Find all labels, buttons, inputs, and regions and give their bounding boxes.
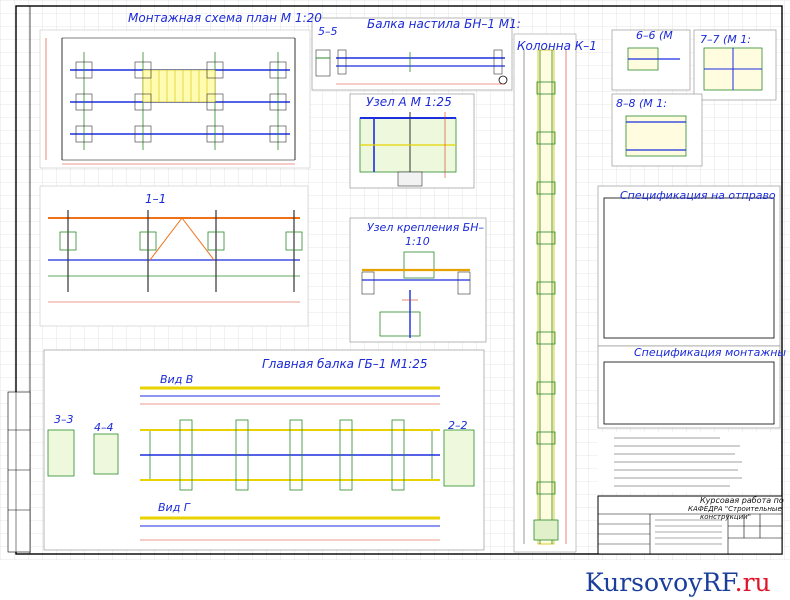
- stamp-line-1: Курсовая работа по: [700, 496, 784, 505]
- node-a-title: Узел А М 1:25: [366, 95, 452, 109]
- stamp-line-3: конструкции": [700, 513, 751, 521]
- section-1-1-drawing: [39, 185, 309, 327]
- main-beam-title: Главная балка ГБ–1 М1:25: [262, 357, 428, 371]
- node-bn-title-line1: Узел крепления БН–: [367, 221, 485, 234]
- brand-name: KursovoyRF: [585, 568, 735, 597]
- beam-bn-title: Балка настила БН–1 М1:: [367, 17, 521, 31]
- notes-block: [598, 432, 780, 492]
- section-6-6-title: 6–6 (М: [636, 29, 673, 42]
- plan-title: Монтажная схема план М 1:20: [128, 11, 322, 25]
- view-v-label: Вид В: [160, 373, 194, 386]
- section-3-3-title: 3–3: [54, 413, 74, 426]
- drawing-sheet: Монтажная схема план М 1:20 5–5 Балка на…: [0, 0, 790, 560]
- view-g-label: Вид Г: [158, 501, 190, 514]
- brand-tld: .ru: [734, 568, 771, 597]
- title-block: [597, 495, 783, 555]
- plan-drawing: [39, 29, 311, 169]
- section-1-1-title: 1–1: [145, 192, 167, 206]
- spec-ship-title: Спецификация на отправо: [620, 189, 776, 202]
- binding-stamp: [7, 391, 31, 553]
- node-bn-title-line2: 1:10: [405, 235, 430, 248]
- section-7-7-title: 7–7 (М 1:: [700, 33, 751, 46]
- small-sections: [611, 29, 777, 167]
- main-beam-drawing: [43, 349, 485, 551]
- section-5-5-title: 5–5: [318, 25, 338, 38]
- site-brand[interactable]: KursovoyRF.ru: [585, 568, 771, 597]
- drawing-canvas: [0, 0, 790, 560]
- column-title: Колонна К–1: [517, 39, 597, 53]
- node-a-drawing: [349, 93, 475, 189]
- column-drawing: [513, 33, 577, 553]
- section-2-2-title: 2–2: [448, 419, 468, 432]
- stamp-line-2: КАФЕДРА "Строительные: [688, 505, 782, 513]
- spec-tables: [597, 185, 781, 429]
- beam-bn-drawing: [311, 17, 513, 91]
- section-4-4-title: 4–4: [94, 421, 114, 434]
- spec-mount-title: Спецификация монтажны: [634, 346, 787, 359]
- section-8-8-title: 8–8 (М 1:: [616, 97, 667, 110]
- node-bn-drawing: [349, 217, 487, 343]
